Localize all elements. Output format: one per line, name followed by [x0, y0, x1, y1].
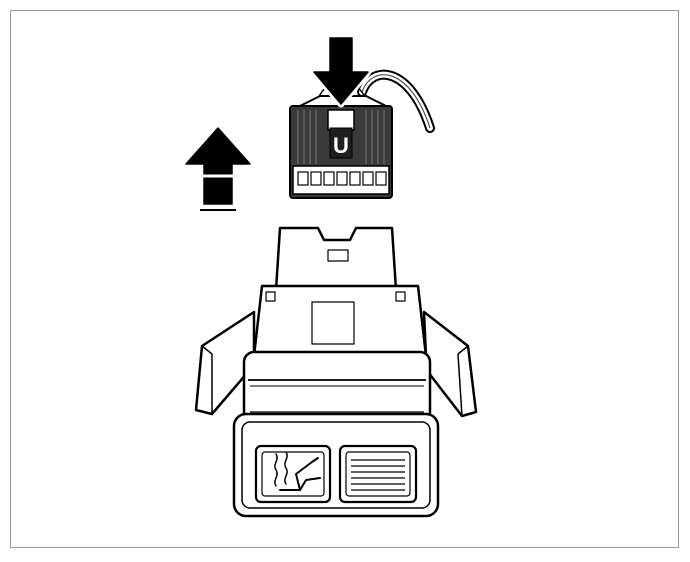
button-grip-lines [351, 459, 405, 491]
seat-heater-switch [194, 226, 478, 518]
arrow-down-icon [310, 34, 372, 108]
connector-label: U [333, 133, 349, 158]
arrow-up-icon [185, 127, 251, 211]
electrical-connector: U [289, 95, 393, 199]
heated-seat-icon [274, 451, 321, 491]
